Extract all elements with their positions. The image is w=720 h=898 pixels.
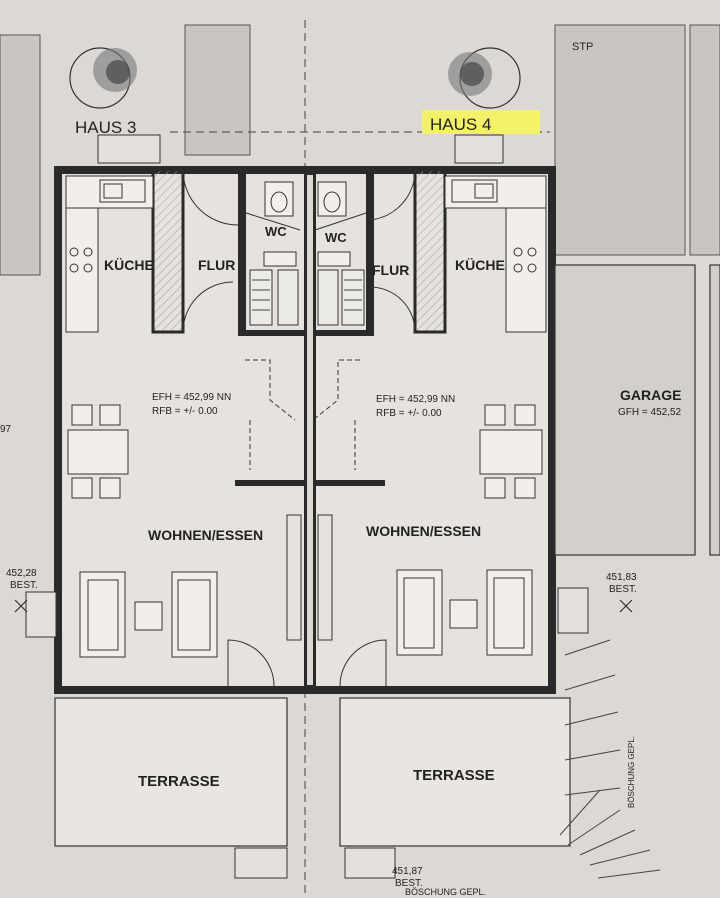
- haus4-title: HAUS 4: [430, 115, 491, 134]
- tree-icon: [69, 47, 137, 109]
- haus4-terrace-label: TERRASSE: [413, 767, 495, 784]
- haus3-living-label: WOHNEN/ESSEN: [148, 527, 263, 543]
- terrace-slab: [54, 697, 571, 847]
- haus4-living-label: WOHNEN/ESSEN: [366, 523, 481, 539]
- stp-label: STP: [572, 41, 593, 53]
- sink-icon: [99, 179, 498, 203]
- haus4-kitchen-label: KÜCHE: [455, 257, 505, 273]
- entrance-steps: [97, 134, 504, 164]
- wc-fixtures: [263, 181, 351, 267]
- spot-height-left: 452,28: [6, 568, 37, 579]
- highlight-marker: [422, 110, 540, 134]
- spot-height-left-bestand: BEST.: [10, 580, 38, 591]
- garage-label: GARAGE: [620, 387, 681, 403]
- stair-steps: [252, 279, 362, 311]
- haus4-efh: EFH = 452,99 NN: [376, 394, 455, 405]
- spot-height-right-bestand: BEST.: [609, 584, 637, 595]
- neighbour-parcels: [0, 24, 720, 276]
- stair-arrows: [245, 359, 360, 470]
- haus4-hall-label: FLUR: [372, 262, 409, 278]
- spot-height-left-upper: 97: [0, 424, 12, 435]
- shelf-unit: [286, 514, 333, 641]
- spot-height-bottom-bestand: BEST.: [395, 878, 423, 889]
- slope-label-bottom: BÖSCHUNG GEPL.: [405, 887, 486, 897]
- haus3-hall-label: FLUR: [198, 257, 235, 273]
- haus4-wc-label: WC: [325, 230, 347, 245]
- terrace-door: [227, 639, 387, 687]
- wc-door-swing: [245, 212, 367, 231]
- haus3-efh: EFH = 452,99 NN: [152, 392, 231, 403]
- survey-marker-icon: [14, 599, 633, 613]
- haus3-terrace-label: TERRASSE: [138, 773, 220, 790]
- garage-outline: [554, 264, 720, 556]
- dining-table: [67, 404, 543, 499]
- sofa: [79, 569, 533, 658]
- stove-icon: [69, 247, 537, 273]
- slope-label-right: BÖSCHUNG GEPL.: [627, 736, 636, 808]
- spot-height-right: 451,83: [606, 572, 637, 583]
- tree-icon: [448, 47, 521, 109]
- haus3-wc-label: WC: [265, 224, 287, 239]
- window-pad: [25, 587, 589, 638]
- haus3-title: HAUS 3: [75, 118, 136, 137]
- spot-height-bottom: 451,87: [392, 866, 423, 877]
- slope-hatching: [559, 639, 661, 879]
- stair-shaft: [249, 269, 365, 326]
- garage-gfh: GFH = 452,52: [618, 407, 682, 418]
- terrace-steps: [234, 847, 396, 879]
- haus3-kitchen-label: KÜCHE: [104, 257, 154, 273]
- kitchen-counter: [65, 175, 547, 333]
- haus4-rfb: RFB = +/- 0.00: [376, 408, 442, 419]
- haus3-rfb: RFB = +/- 0.00: [152, 406, 218, 417]
